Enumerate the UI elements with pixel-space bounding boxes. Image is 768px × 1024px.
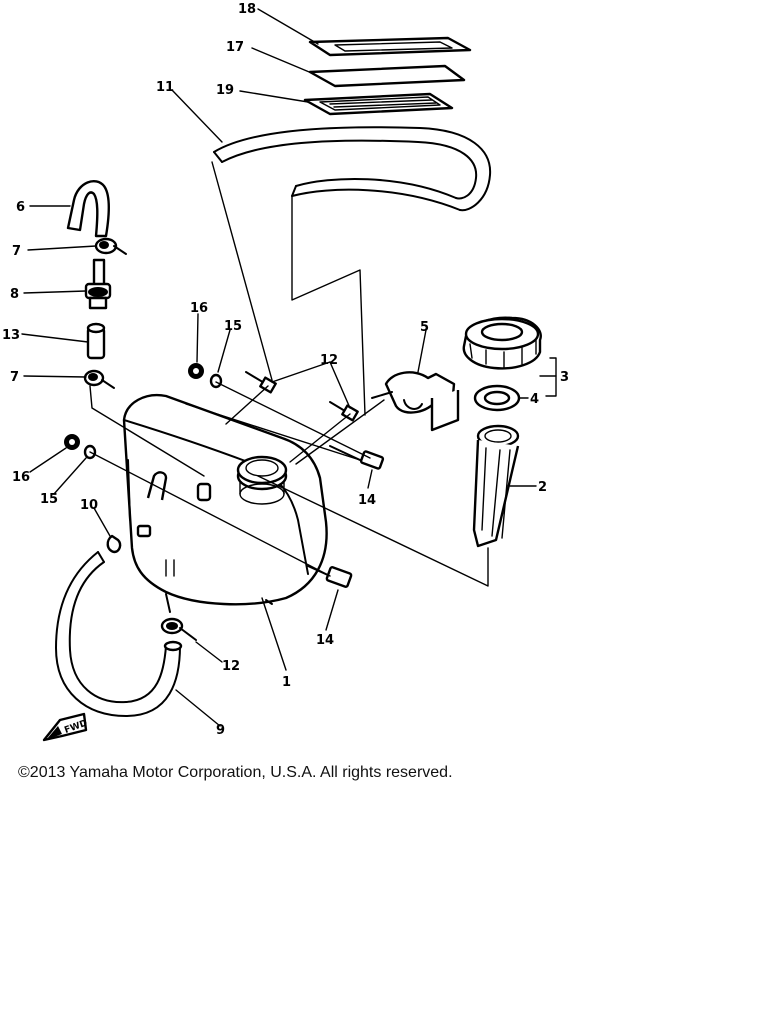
callout-5: 5 bbox=[420, 320, 429, 335]
callout-7-lower: 7 bbox=[10, 370, 19, 385]
callout-7-upper: 7 bbox=[12, 244, 21, 259]
callout-6: 6 bbox=[16, 200, 25, 215]
part-19-pad bbox=[303, 92, 454, 116]
callout-labels: 18 17 19 11 6 7 8 13 7 16 15 12 5 3 4 2 … bbox=[2, 2, 569, 738]
callout-15-left: 15 bbox=[40, 492, 58, 507]
copyright-notice: ©2013 Yamaha Motor Corporation, U.S.A. A… bbox=[18, 764, 453, 781]
part-9-drain-hose bbox=[55, 551, 183, 717]
callout-8: 8 bbox=[10, 287, 19, 302]
part-15-washer-upper bbox=[209, 373, 223, 389]
callout-14-lower: 14 bbox=[316, 633, 334, 648]
part-10-clip bbox=[106, 534, 122, 554]
callout-9: 9 bbox=[216, 723, 225, 738]
part-12-clamp-lower bbox=[160, 617, 197, 641]
callout-14-right: 14 bbox=[358, 493, 376, 508]
part-1-oil-tank bbox=[122, 393, 328, 613]
callout-4: 4 bbox=[530, 392, 539, 407]
oil-tank-exploded-diagram: FWD bbox=[2, 2, 569, 742]
callout-1: 1 bbox=[282, 675, 291, 690]
part-18-plate bbox=[308, 36, 472, 57]
callout-10: 10 bbox=[80, 498, 98, 513]
fwd-arrow: FWD bbox=[42, 712, 89, 742]
part-17-pad bbox=[308, 64, 466, 88]
callout-17: 17 bbox=[226, 40, 244, 55]
part-13-short-hose bbox=[86, 322, 106, 360]
leader-lines bbox=[21, 8, 557, 727]
part-2-strainer bbox=[472, 424, 520, 548]
part-16-nut-left bbox=[64, 434, 80, 450]
callout-12-lower: 12 bbox=[222, 659, 240, 674]
part-4-gasket bbox=[473, 384, 521, 412]
callout-2: 2 bbox=[538, 480, 547, 495]
callout-16-upper: 16 bbox=[190, 301, 208, 316]
callout-13: 13 bbox=[2, 328, 20, 343]
part-7-clamp-upper bbox=[94, 237, 127, 255]
callout-3: 3 bbox=[560, 370, 569, 385]
part-6-elbow-hose bbox=[66, 180, 110, 238]
part-11-hose bbox=[211, 126, 492, 416]
part-7-clamp-lower bbox=[83, 369, 115, 389]
part-3-filler-cap bbox=[462, 316, 542, 370]
callout-19: 19 bbox=[216, 83, 234, 98]
callout-15-upper: 15 bbox=[224, 319, 242, 334]
part-12-bolt-upper bbox=[245, 371, 359, 422]
callout-11: 11 bbox=[156, 80, 174, 95]
part-5-bracket bbox=[371, 371, 460, 432]
part-14-bolt-right bbox=[329, 445, 385, 470]
callout-18: 18 bbox=[238, 2, 256, 17]
callout-12-upper: 12 bbox=[320, 353, 338, 368]
callout-16-left: 16 bbox=[12, 470, 30, 485]
part-8-fitting bbox=[84, 258, 112, 310]
part-16-nut-upper bbox=[188, 363, 204, 379]
